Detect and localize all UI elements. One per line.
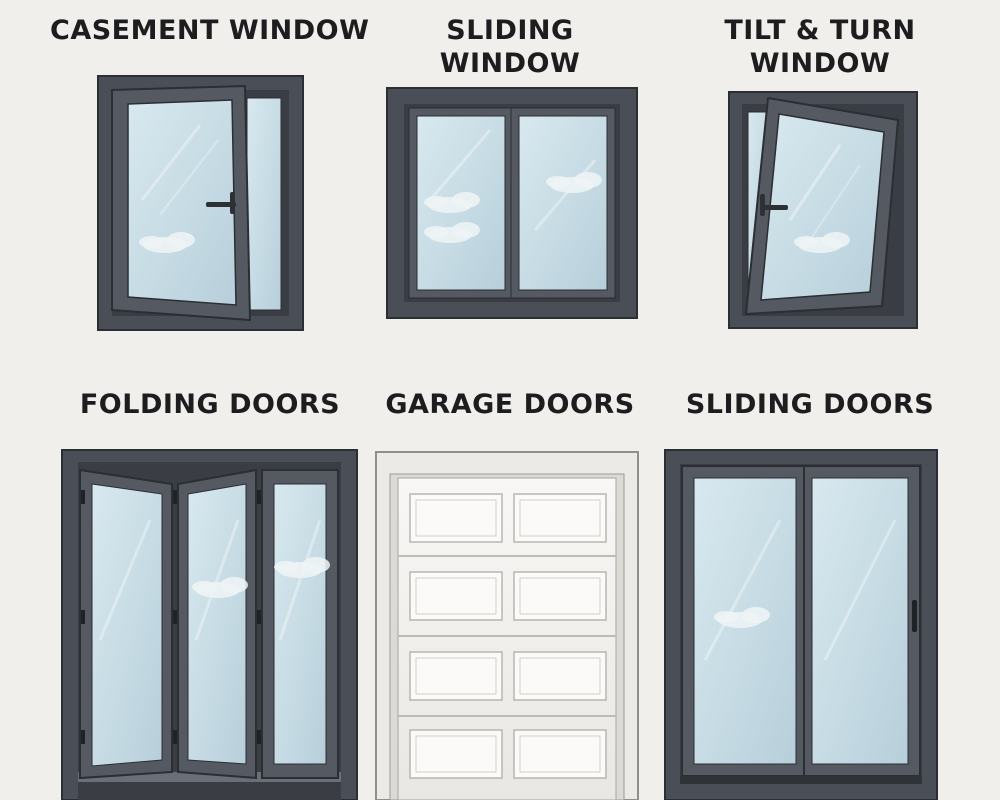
label-sliding-doors: SLIDING DOORS (685, 389, 935, 420)
label-tilt-turn-window: TILT & TURN WINDOW (724, 15, 916, 79)
casement-window-illustration (97, 75, 304, 331)
label-sliding-window: SLIDING WINDOW (439, 15, 581, 79)
garage-doors-illustration (375, 451, 639, 800)
label-casement-window: CASEMENT WINDOW (50, 15, 370, 46)
label-folding-doors: FOLDING DOORS (79, 389, 341, 420)
tilt-turn-window-illustration (728, 91, 918, 329)
folding-doors-illustration (61, 449, 358, 800)
sliding-window-illustration (386, 87, 638, 319)
label-garage-doors: GARAGE DOORS (385, 389, 635, 420)
sliding-doors-illustration (664, 449, 938, 800)
